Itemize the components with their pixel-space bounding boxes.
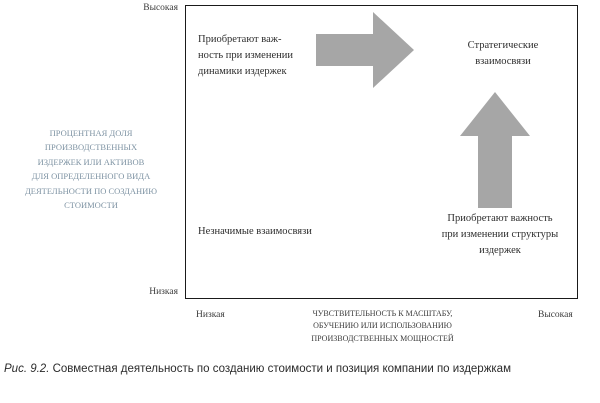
- figure-caption-text: Совместная деятельность по созданию стои…: [49, 363, 511, 375]
- figure-caption: Рис. 9.2. Совместная деятельность по соз…: [4, 360, 596, 379]
- quadrant-bottom-right-label: Приобретают важность при изменении струк…: [441, 213, 559, 256]
- y-axis-top-label: Высокая: [143, 3, 178, 13]
- x-axis-title: ЧУВСТВИТЕЛЬНОСТЬ К МАСШТАБУ, ОБУЧЕНИЮ ИЛ…: [311, 309, 454, 343]
- x-axis-left-label: Низкая: [196, 310, 225, 320]
- y-axis-title: ПРОЦЕНТНАЯ ДОЛЯ ПРОИЗВОДСТВЕННЫХ ИЗДЕРЖЕ…: [25, 128, 157, 211]
- quadrant-bottom-left-label: Незначимые взаимосвязи: [198, 226, 312, 237]
- y-axis-bottom-label: Низкая: [149, 287, 178, 297]
- quadrant-top-left-label: Приобретают важ- ность при изменении дин…: [198, 34, 293, 77]
- arrow-right-icon: [316, 10, 416, 90]
- x-axis-right-label: Высокая: [538, 310, 573, 320]
- figure-caption-number: Рис. 9.2.: [4, 363, 50, 375]
- quadrant-top-right-label: Стратегические взаимосвязи: [467, 40, 539, 67]
- matrix-box: Приобретают важ- ность при изменении дин…: [185, 5, 578, 299]
- arrow-up-icon: [458, 90, 532, 210]
